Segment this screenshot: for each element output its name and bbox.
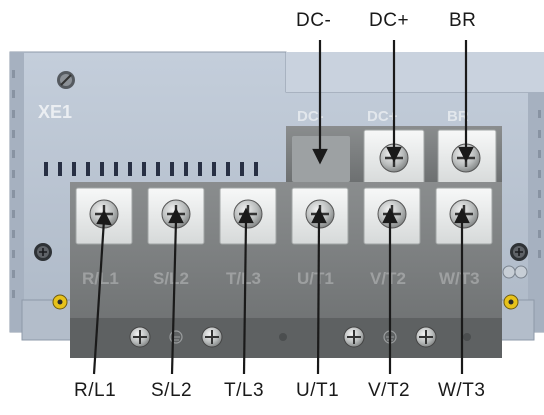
dc-plus-panel-label: DC+: [367, 108, 398, 125]
callout-v-t2: V/T2: [368, 380, 411, 401]
ground-hole-right-bar: [463, 333, 471, 341]
ground-hole-center: [279, 333, 287, 341]
callout-dc-minus: DC-: [296, 10, 332, 31]
v-t2-panel-label: V/T2: [370, 269, 406, 288]
callout-s-l2: S/L2: [151, 380, 193, 401]
callout-w-t3: W/T3: [438, 380, 486, 401]
ground-screw-icon-1: [129, 326, 151, 348]
xe1-jumper: [57, 71, 75, 89]
ground-screw-icon-3: [343, 326, 365, 348]
ground-hole-left: [52, 294, 68, 310]
w-t3-panel-label: W/T3: [439, 269, 480, 288]
ground-screw-icon-2: [201, 326, 223, 348]
xe1-label: XE1: [38, 102, 72, 122]
callout-t-l3: T/L3: [224, 380, 265, 401]
vent-slots: [44, 162, 258, 176]
housing-screw-left: [34, 243, 52, 261]
ground-symbol-icon: [502, 265, 528, 279]
callout-br: BR: [449, 10, 477, 31]
callout-r-l1: R/L1: [74, 380, 117, 401]
ground-screws: [129, 326, 471, 348]
br-panel-label: BR: [447, 108, 469, 125]
ground-screw-icon-4: [415, 326, 437, 348]
u-t1-panel-label: U/T1: [297, 269, 334, 288]
callout-dc-plus: DC+: [369, 10, 410, 31]
ground-hole-right: [503, 294, 519, 310]
housing-screw-right: [510, 243, 528, 261]
s-l2-panel-label: S/L2: [153, 269, 189, 288]
callout-lines: [92, 40, 474, 375]
dc-minus-panel-label: DC-: [297, 108, 324, 125]
t-l3-panel-label: T/L3: [226, 269, 261, 288]
callout-u-t1: U/T1: [296, 380, 340, 401]
